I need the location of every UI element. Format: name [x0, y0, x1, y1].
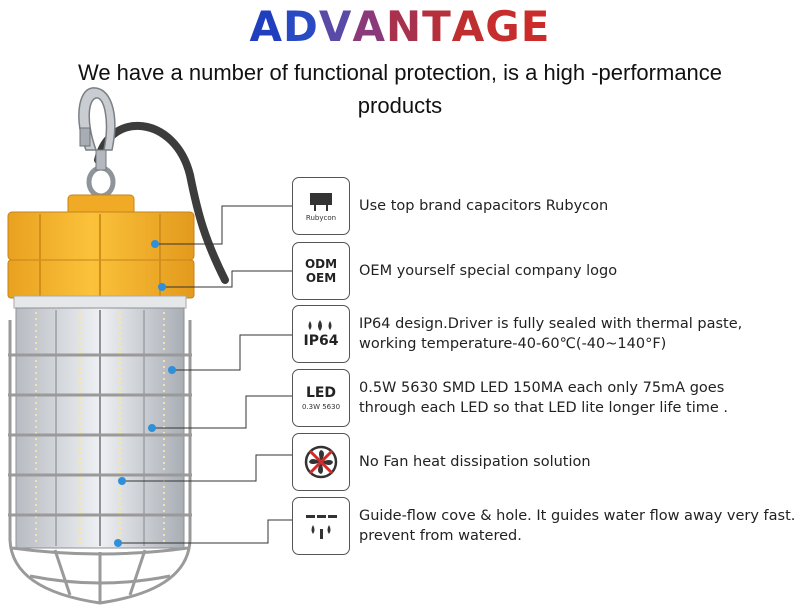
callout-dot — [114, 539, 122, 547]
feature-text-line: prevent from watered. — [359, 528, 522, 544]
callout-dot — [158, 283, 166, 291]
led-sublabel: 0.3W 5630 — [301, 403, 341, 411]
led-label: LED — [305, 385, 337, 401]
odm-label: ODM — [304, 257, 338, 271]
power-cord — [94, 122, 229, 284]
feature-drain-holes: Guide-flow cove & hole. It guides water … — [292, 497, 800, 555]
page-title: ADVANTAGE — [0, 2, 800, 51]
feature-text-line: through each LED so that LED lite longer… — [359, 400, 729, 416]
page-subtitle: We have a number of functional protectio… — [20, 56, 780, 122]
feature-text-line: IP64 design.Driver is fully sealed with … — [359, 316, 743, 332]
title-letter: A — [451, 2, 486, 51]
feature-capacitors: Rubycon Use top brand capacitors Rubycon — [292, 177, 800, 235]
callout-dot — [151, 240, 159, 248]
title-letter: N — [385, 2, 423, 51]
feature-text-line: Use top brand capacitors Rubycon — [359, 198, 609, 214]
callout-dot — [118, 477, 126, 485]
capacitor-icon: Rubycon — [292, 177, 350, 235]
hook-icon — [78, 87, 116, 199]
waterproof-icon: IP64 — [292, 305, 350, 363]
feature-led: LED 0.3W 5630 0.5W 5630 SMD LED 150MA ea… — [292, 369, 800, 427]
odm-oem-icon: ODM OEM — [292, 242, 350, 300]
subtitle-line-1: We have a number of functional protectio… — [77, 60, 723, 85]
title-letter: E — [520, 2, 551, 51]
callout-lines — [118, 205, 292, 544]
feature-drain-holes-text: Guide-flow cove & hole. It guides water … — [359, 506, 799, 546]
title-letter: A — [352, 2, 386, 51]
title-letter: D — [283, 2, 319, 51]
oem-label: OEM — [305, 271, 337, 285]
callout-dot — [168, 366, 176, 374]
feature-oem-logo-text: OEM yourself special company logo — [359, 261, 799, 281]
no-fan-icon — [292, 433, 350, 491]
callout-dots — [114, 240, 176, 547]
feature-oem-logo: ODM OEM OEM yourself special company log… — [292, 242, 800, 300]
feature-ip64: IP64 IP64 design.Driver is fully sealed … — [292, 305, 800, 363]
feature-text-line: OEM yourself special company logo — [359, 263, 618, 279]
driver-housing — [7, 194, 195, 309]
title-letter: G — [485, 2, 521, 51]
feature-no-fan-text: No Fan heat dissipation solution — [359, 452, 799, 472]
drain-holes-icon — [292, 497, 350, 555]
title-letter: T — [422, 2, 452, 51]
led-chip-icon: LED 0.3W 5630 — [292, 369, 350, 427]
callout-dot — [148, 424, 156, 432]
feature-text-line: Guide-flow cove & hole. It guides water … — [359, 508, 796, 524]
feature-capacitors-text: Use top brand capacitors Rubycon — [359, 196, 799, 216]
feature-text-line: No Fan heat dissipation solution — [359, 454, 591, 470]
ip64-label: IP64 — [303, 333, 339, 349]
feature-led-text: 0.5W 5630 SMD LED 150MA each only 75mA g… — [359, 378, 799, 418]
subtitle-line-2: products — [357, 93, 443, 118]
title-letter: A — [249, 2, 284, 51]
feature-ip64-text: IP64 design.Driver is fully sealed with … — [359, 314, 799, 354]
feature-text-line: working temperature-40-60℃(-40~140°F) — [359, 336, 667, 352]
capacitor-icon-label: Rubycon — [305, 214, 337, 222]
feature-no-fan: No Fan heat dissipation solution — [292, 433, 800, 491]
water-drops-icon — [308, 320, 332, 331]
title-letter: V — [318, 2, 353, 51]
protective-cage — [8, 320, 192, 605]
feature-text-line: 0.5W 5630 SMD LED 150MA each only 75mA g… — [359, 380, 725, 396]
